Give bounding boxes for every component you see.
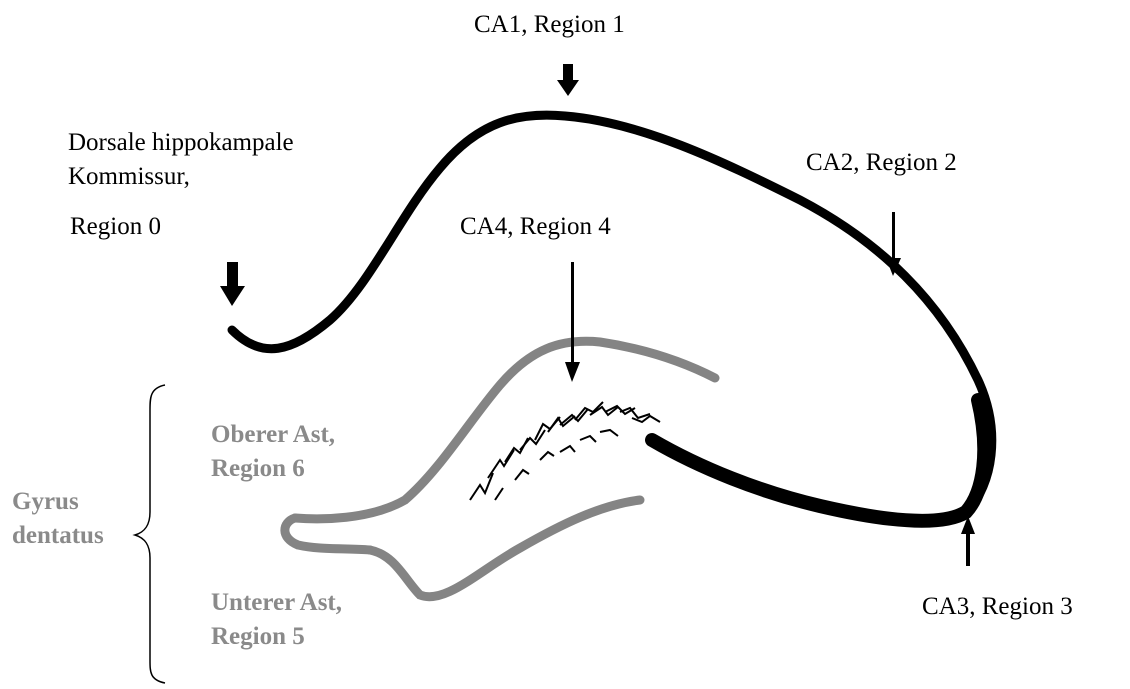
commissure-label-line1: Dorsale hippokampale bbox=[68, 128, 294, 158]
gyrus-dentatus-label-line1: Gyrus bbox=[12, 487, 79, 517]
ca3-arrow bbox=[961, 516, 975, 566]
cornu-ammonis-thick-section bbox=[652, 400, 984, 521]
ca3-label: CA3, Region 3 bbox=[922, 592, 1073, 622]
ca4-arrow bbox=[565, 262, 580, 382]
gyrus-dentatus-label-line2: dentatus bbox=[12, 521, 104, 551]
dentate-upper-branch bbox=[295, 341, 715, 519]
region0-label: Region 0 bbox=[70, 212, 161, 242]
upper-branch-label-line1: Oberer Ast, bbox=[211, 420, 335, 450]
ca2-label: CA2, Region 2 bbox=[806, 148, 957, 178]
lower-branch-label-line1: Unterer Ast, bbox=[211, 588, 342, 618]
upper-branch-label-line2: Region 6 bbox=[211, 454, 305, 484]
ca1-label: CA1, Region 1 bbox=[474, 10, 625, 40]
commissure-label-line2: Kommissur, bbox=[68, 162, 190, 192]
ca1-arrow bbox=[557, 64, 579, 96]
ca4-hilus-cells bbox=[470, 402, 660, 500]
dentate-lower-branch bbox=[370, 500, 640, 597]
ca4-label: CA4, Region 4 bbox=[460, 212, 611, 242]
lower-branch-label-line2: Region 5 bbox=[211, 622, 305, 652]
region0-arrow bbox=[220, 262, 245, 306]
gyrus-dentatus-brace bbox=[135, 385, 165, 683]
